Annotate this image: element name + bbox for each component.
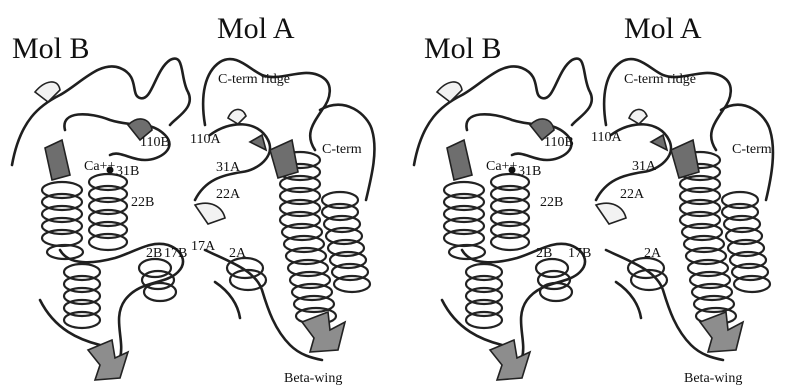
c-term-ridge-label: C-term ridge — [624, 73, 696, 87]
mol-a-dark-ribbon-2 — [270, 140, 298, 178]
mol-a-dark-ribbon-3 — [250, 135, 266, 150]
c-term-label: C-term — [322, 143, 362, 157]
c-term-ridge-label: C-term ridge — [218, 73, 290, 87]
mol-b-helix-1 — [444, 182, 485, 259]
residue-31b-label: 31B — [518, 165, 541, 179]
mol-a-dark-ribbon-3 — [651, 135, 667, 150]
residue-17b-label: 17B — [164, 247, 187, 261]
stereo-panel-left: Mol B Mol A C-term ridge 110B 110A C-ter… — [0, 0, 394, 390]
mol-a-ribbon-4 — [228, 109, 246, 124]
residue-17b-label: 17B — [568, 247, 591, 261]
mol-b-helix-4 — [139, 259, 176, 301]
residue-22b-label: 22B — [540, 196, 563, 210]
mol-b-dark-ribbon-1 — [45, 140, 70, 180]
mol-b-helix-3 — [64, 264, 100, 328]
mol-b-helix-2 — [491, 174, 529, 250]
mol-b-ribbon-3 — [35, 82, 60, 102]
residue-17a-label: 17A — [191, 240, 215, 254]
mol-a-dark-ribbon-2 — [671, 140, 699, 178]
mol-a-label: Mol A — [624, 14, 702, 44]
calcium-ion-label: Ca++ — [84, 160, 115, 174]
mol-a-ribbon-1 — [195, 203, 225, 224]
c-term-label: C-term — [732, 143, 772, 157]
residue-22a-label: 22A — [620, 188, 644, 202]
mol-b-strand-loop — [442, 300, 502, 345]
mol-b-label: Mol B — [12, 34, 90, 64]
mol-a-ribbon-1 — [596, 203, 626, 224]
mol-b-helix-2 — [89, 174, 127, 250]
residue-22a-label: 22A — [216, 188, 240, 202]
mol-b-dark-ribbon-1 — [447, 140, 472, 180]
residue-31a-label: 31A — [216, 161, 240, 175]
residue-110a-label: 110A — [591, 131, 622, 145]
mol-b-label: Mol B — [424, 34, 502, 64]
residue-110b-label: 110B — [544, 136, 574, 150]
residue-110a-label: 110A — [190, 133, 221, 147]
residue-2a-label: 2A — [229, 247, 246, 261]
beta-wing-label: Beta-wing — [284, 372, 342, 386]
residue-31a-label: 31A — [632, 160, 656, 174]
calcium-ion-label: Ca++ — [486, 160, 517, 174]
residue-22b-label: 22B — [131, 196, 154, 210]
beta-wing-label: Beta-wing — [684, 372, 742, 386]
mol-a-ribbon-4 — [629, 109, 647, 124]
residue-2b-label: 2B — [536, 247, 552, 261]
mol-a-beta-arrow — [302, 312, 345, 352]
residue-2a-label: 2A — [644, 247, 661, 261]
residue-110b-label: 110B — [140, 136, 170, 150]
mol-b-helix-1 — [42, 182, 83, 259]
mol-b-strand-loop — [40, 300, 100, 345]
residue-31b-label: 31B — [116, 165, 139, 179]
mol-b-ribbon-3 — [437, 82, 462, 102]
mol-a-label: Mol A — [217, 14, 295, 44]
mol-b-helix-3 — [466, 264, 502, 328]
stereo-panel-right: Mol B Mol A C-term ridge 110B 110A C-ter… — [394, 0, 788, 390]
residue-2b-label: 2B — [146, 247, 162, 261]
